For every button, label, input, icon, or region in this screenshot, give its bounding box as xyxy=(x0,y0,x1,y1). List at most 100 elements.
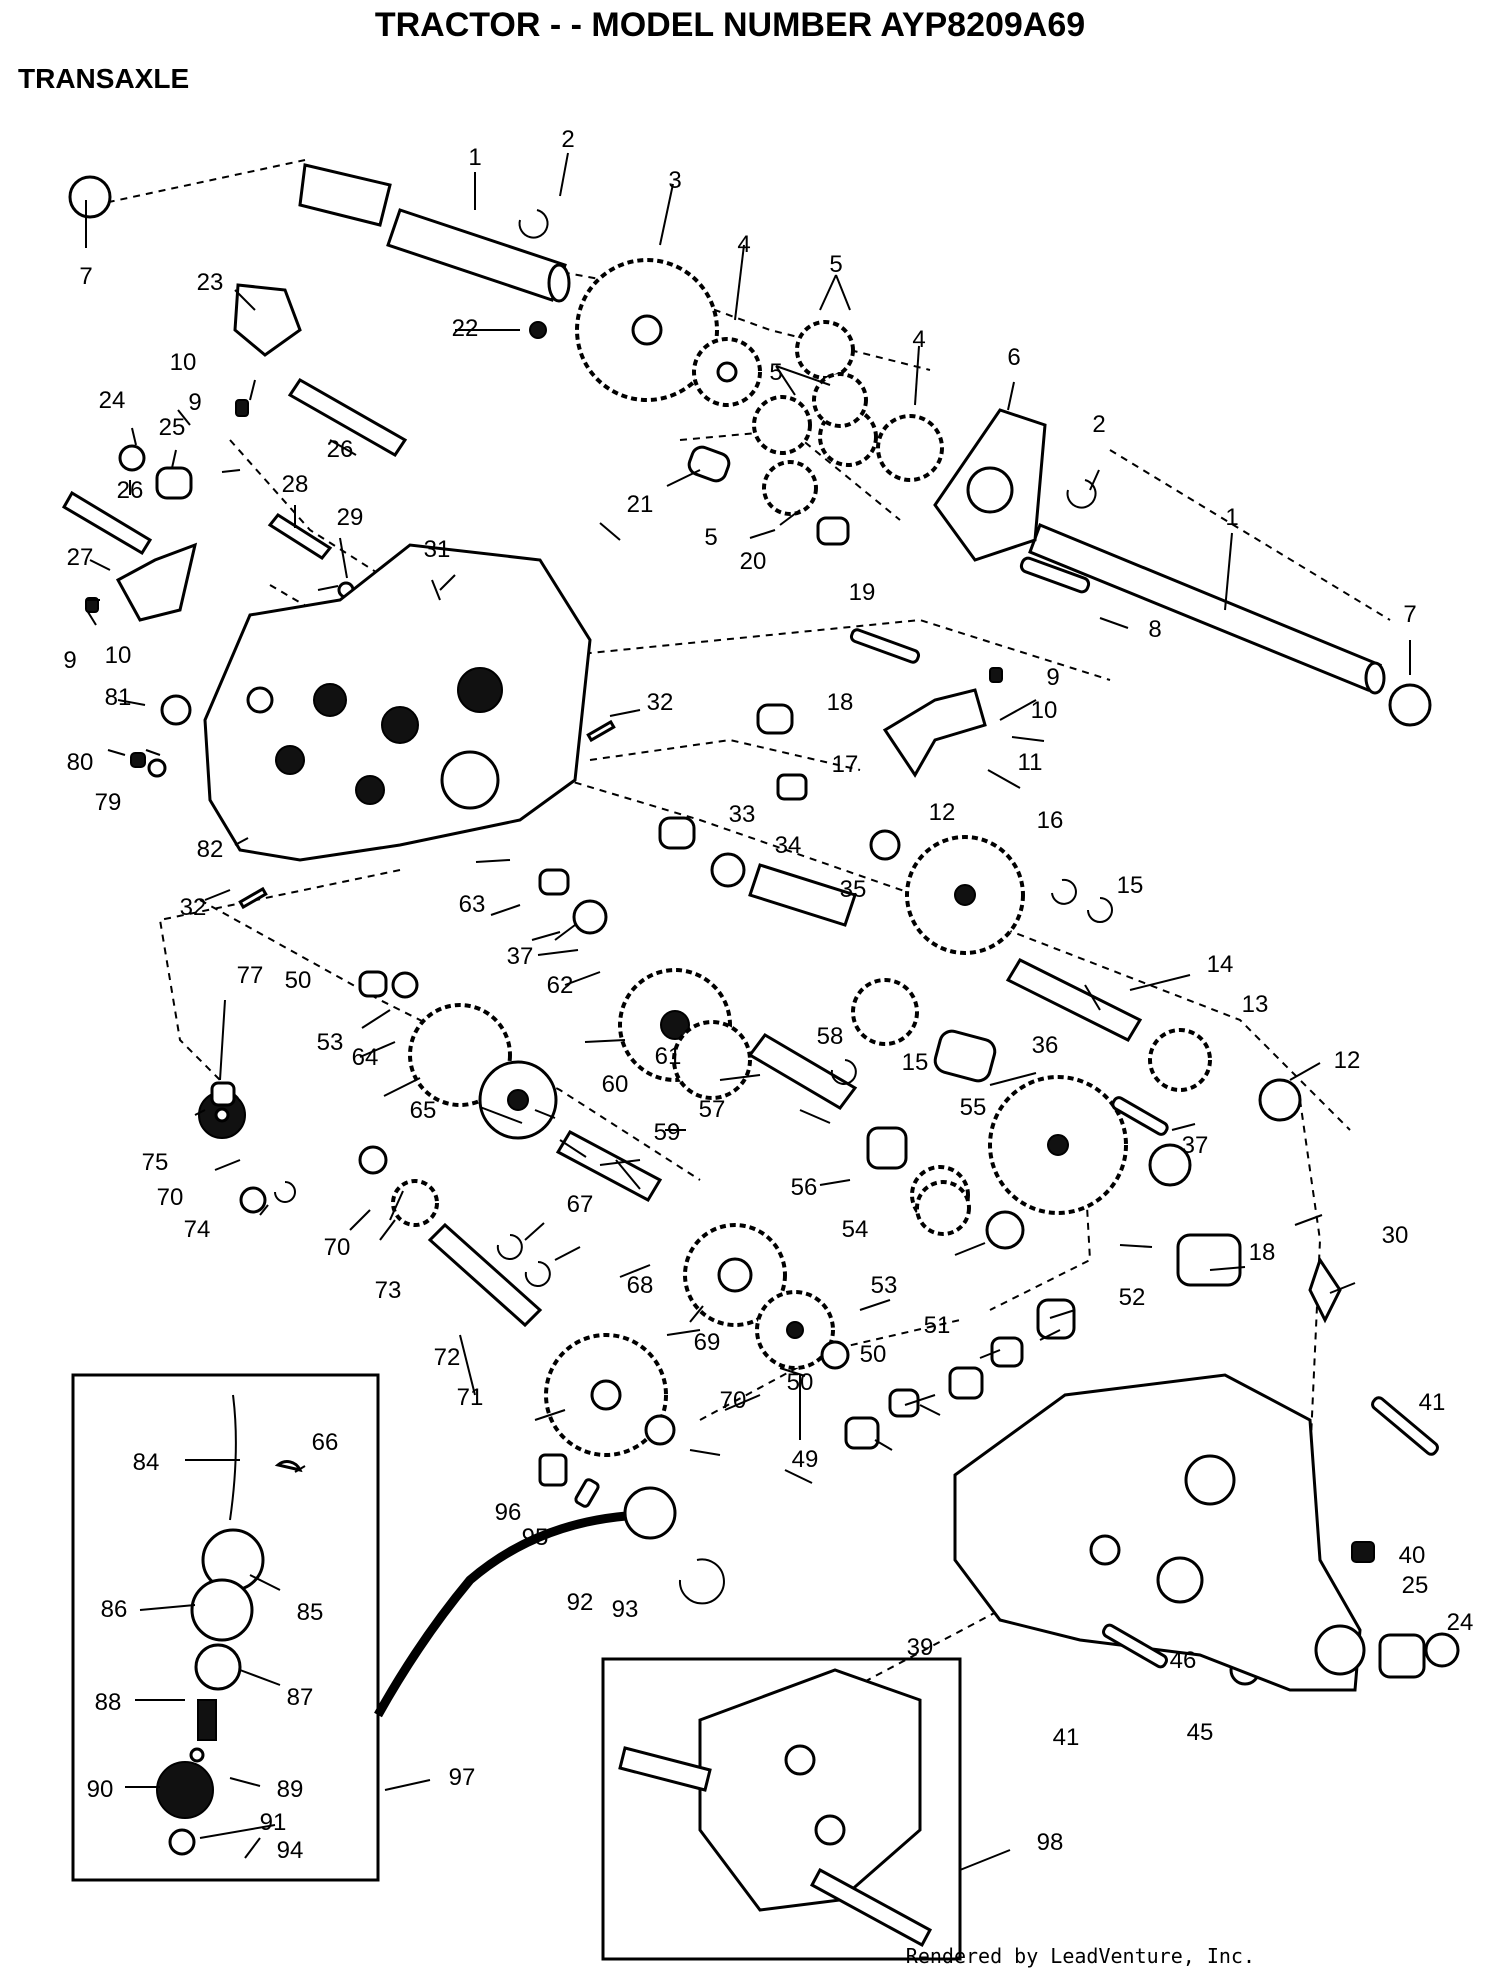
label-10: 10 xyxy=(105,642,132,669)
label-17: 17 xyxy=(832,751,859,778)
bearings xyxy=(155,445,1426,1679)
label-96: 96 xyxy=(495,1499,522,1526)
label-68: 68 xyxy=(627,1272,654,1299)
label-97: 97 xyxy=(449,1764,476,1791)
label-28: 28 xyxy=(282,471,309,498)
label-95: 95 xyxy=(522,1524,549,1551)
label-16: 16 xyxy=(1037,807,1064,834)
label-53: 53 xyxy=(871,1272,898,1299)
shift-assembly-inset xyxy=(71,1373,380,1882)
label-89: 89 xyxy=(277,1776,304,1803)
label-41: 41 xyxy=(1053,1724,1080,1751)
label-7: 7 xyxy=(1403,601,1416,628)
label-60: 60 xyxy=(602,1071,629,1098)
shaft-right xyxy=(1028,523,1386,695)
axle-housing-6 xyxy=(933,408,1047,562)
label-30: 30 xyxy=(1382,1222,1409,1249)
label-2: 2 xyxy=(561,126,574,153)
label-29: 29 xyxy=(337,504,364,531)
label-6: 6 xyxy=(1007,344,1020,371)
washers xyxy=(68,175,1460,1686)
label-59: 59 xyxy=(654,1119,681,1146)
label-56: 56 xyxy=(791,1174,818,1201)
label-75: 75 xyxy=(142,1149,169,1176)
label-15: 15 xyxy=(1117,872,1144,899)
label-81: 81 xyxy=(105,684,132,711)
label-71: 71 xyxy=(457,1384,484,1411)
label-26: 26 xyxy=(117,477,144,504)
label-63: 63 xyxy=(459,891,486,918)
label-18: 18 xyxy=(827,689,854,716)
label-98: 98 xyxy=(1037,1829,1064,1856)
part-labels: 1 1 2 2 3 4 4 5 5 5 6 7 7 8 9 9 9 10 10 … xyxy=(63,126,1473,1864)
label-7: 7 xyxy=(79,263,92,290)
label-37: 37 xyxy=(507,943,534,970)
label-31: 31 xyxy=(424,536,451,563)
shaft-left xyxy=(298,163,571,303)
label-20: 20 xyxy=(740,548,767,575)
label-26: 26 xyxy=(327,436,354,463)
label-73: 73 xyxy=(375,1277,402,1304)
label-90: 90 xyxy=(87,1776,114,1803)
label-15: 15 xyxy=(902,1049,929,1076)
label-84: 84 xyxy=(133,1449,160,1476)
label-5: 5 xyxy=(829,251,842,278)
label-91: 91 xyxy=(260,1809,287,1836)
label-55: 55 xyxy=(960,1094,987,1121)
label-32: 32 xyxy=(180,894,207,921)
label-10: 10 xyxy=(170,349,197,376)
label-69: 69 xyxy=(694,1329,721,1356)
label-64: 64 xyxy=(352,1044,379,1071)
label-18: 18 xyxy=(1249,1239,1276,1266)
label-39: 39 xyxy=(907,1634,934,1661)
label-50: 50 xyxy=(860,1341,887,1368)
label-88: 88 xyxy=(95,1689,122,1716)
label-33: 33 xyxy=(729,801,756,828)
label-24: 24 xyxy=(99,387,126,414)
label-66: 66 xyxy=(312,1429,339,1456)
shift-rod-26 xyxy=(61,378,408,560)
label-49: 49 xyxy=(792,1446,819,1473)
label-85: 85 xyxy=(297,1599,324,1626)
label-36: 36 xyxy=(1032,1032,1059,1059)
label-86: 86 xyxy=(101,1596,128,1623)
shift-cable-97 xyxy=(374,1510,641,1718)
label-32: 32 xyxy=(647,689,674,716)
label-65: 65 xyxy=(410,1097,437,1124)
label-41: 41 xyxy=(1419,1389,1446,1416)
label-24: 24 xyxy=(1447,1609,1474,1636)
label-19: 19 xyxy=(849,579,876,606)
label-40: 40 xyxy=(1399,1542,1426,1569)
label-4: 4 xyxy=(912,326,925,353)
hardware xyxy=(85,321,1439,1669)
label-72: 72 xyxy=(434,1344,461,1371)
shift-assembly-parts xyxy=(156,1394,303,1859)
countershafts xyxy=(427,863,1143,1328)
label-87: 87 xyxy=(287,1684,314,1711)
label-27: 27 xyxy=(67,544,94,571)
label-25: 25 xyxy=(1402,1572,1429,1599)
label-80: 80 xyxy=(67,749,94,776)
label-74: 74 xyxy=(184,1216,211,1243)
label-2: 2 xyxy=(1092,411,1105,438)
label-4: 4 xyxy=(737,231,750,258)
label-14: 14 xyxy=(1207,951,1234,978)
page-title: TRACTOR - - MODEL NUMBER AYP8209A69 xyxy=(375,6,1085,44)
label-34: 34 xyxy=(775,832,802,859)
shift-forks xyxy=(115,283,987,778)
label-70: 70 xyxy=(157,1184,184,1211)
label-5: 5 xyxy=(704,524,717,551)
callout-leaders xyxy=(85,152,1411,1871)
label-70: 70 xyxy=(720,1387,747,1414)
label-52: 52 xyxy=(1119,1284,1146,1311)
label-1: 1 xyxy=(1225,504,1238,531)
label-51: 51 xyxy=(924,1312,951,1339)
label-12: 12 xyxy=(929,799,956,826)
label-92: 92 xyxy=(567,1589,594,1616)
label-82: 82 xyxy=(197,836,224,863)
label-8: 8 xyxy=(1148,616,1161,643)
label-77: 77 xyxy=(237,962,264,989)
label-45: 45 xyxy=(1187,1719,1214,1746)
label-9: 9 xyxy=(63,647,76,674)
